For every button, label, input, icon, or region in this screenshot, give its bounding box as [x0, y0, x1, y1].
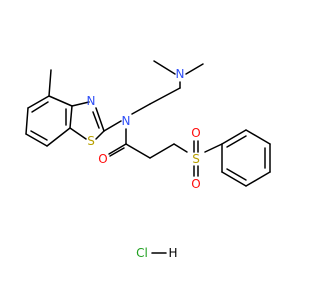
bond — [221, 129, 247, 145]
bond — [69, 127, 87, 140]
structure-svg: N N N S O S O O Cl H — [25, 60, 271, 260]
bond — [25, 133, 48, 147]
atom-label-nitrogen-amide: N — [122, 114, 131, 128]
bond — [149, 143, 175, 159]
atom-label-hydrogen: H — [168, 246, 177, 260]
bond — [109, 147, 125, 157]
bond — [95, 130, 105, 140]
bond — [69, 105, 73, 129]
bond — [92, 111, 100, 129]
molecule-structure-diagram: N N N S O S O O Cl H — [25, 60, 271, 260]
bond — [185, 63, 204, 75]
bond — [226, 168, 247, 181]
atom-label-chlorine: Cl — [136, 246, 148, 260]
bond — [46, 127, 71, 147]
bond — [125, 143, 151, 159]
bond — [25, 107, 29, 135]
bond — [48, 69, 52, 97]
bond — [245, 171, 271, 187]
atom-label-nitrogen-amine: N — [176, 67, 185, 81]
bond — [204, 143, 223, 153]
bond — [153, 60, 176, 75]
atom-label-oxygen-carbonyl: O — [98, 152, 107, 166]
atom-labels: N N N S O S O O Cl H — [87, 67, 201, 260]
bond — [226, 135, 247, 148]
bond — [27, 95, 50, 109]
bond — [221, 171, 247, 187]
bond — [71, 101, 90, 107]
bond — [30, 130, 48, 141]
atom-label-oxygen-sulfonyl-top: O — [191, 126, 200, 140]
bond-lines — [25, 60, 271, 254]
bond — [48, 95, 73, 107]
bond — [108, 143, 127, 155]
atom-label-sulfur-thiazole: S — [87, 134, 95, 148]
bond — [103, 120, 122, 132]
bond — [173, 143, 188, 153]
bond — [149, 87, 181, 105]
bond — [31, 101, 49, 113]
atom-label-sulfur-sulfonyl: S — [192, 152, 200, 166]
bond — [245, 129, 271, 145]
atom-label-oxygen-sulfonyl-bottom: O — [191, 177, 200, 191]
bond — [131, 103, 151, 115]
bond — [95, 107, 105, 132]
atom-label-nitrogen-thiazole: N — [87, 94, 96, 108]
